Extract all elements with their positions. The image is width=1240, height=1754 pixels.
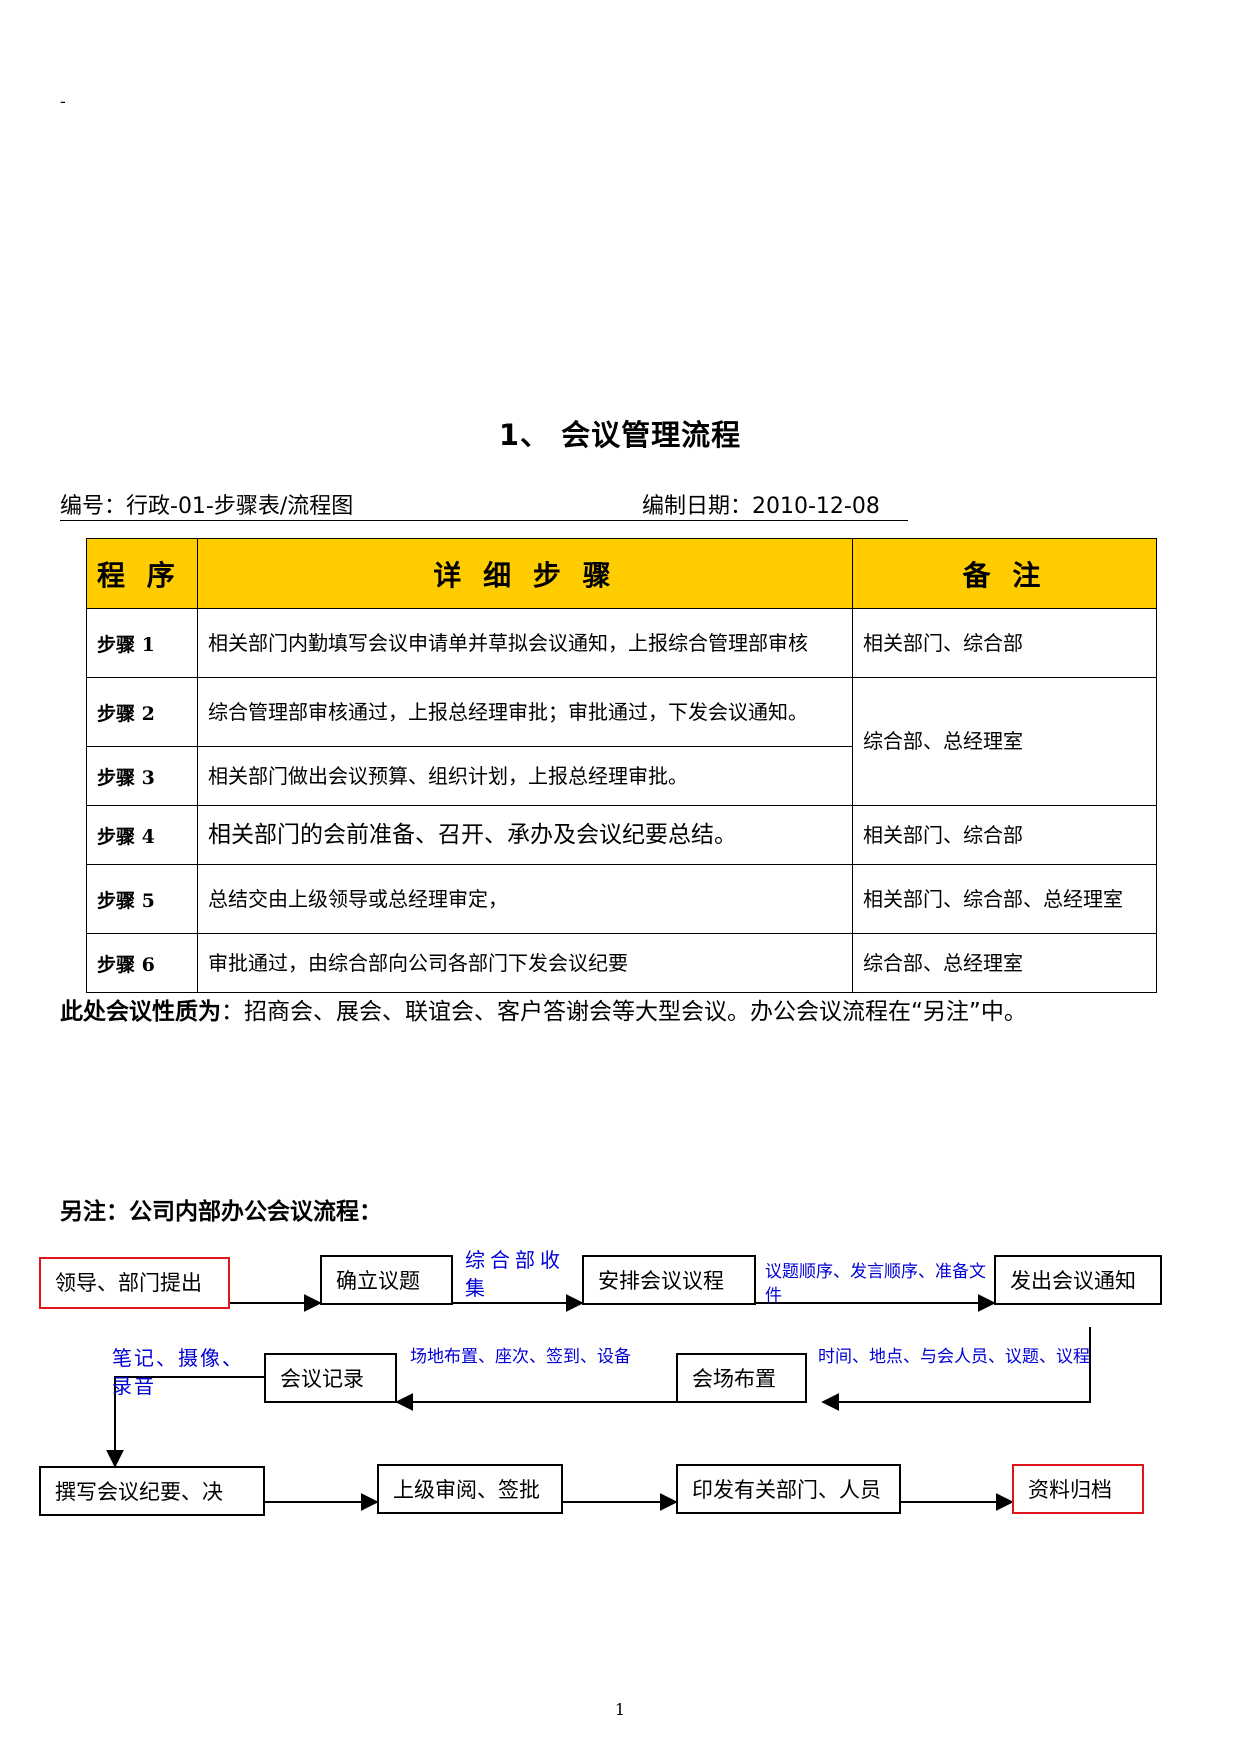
- extra-note-heading: 另注：公司内部办公会议流程：: [60, 1199, 382, 1225]
- document-title: 1、 会议管理流程: [498, 418, 742, 452]
- table-row: 步骤 2 综合管理部审核通过，上报总经理审批；审批通过，下发会议通知。 综合部、…: [86, 677, 1157, 806]
- page-number: 1: [614, 1700, 626, 1719]
- meeting-nature-note: 此处会议性质为：招商会、展会、联谊会、客户答谢会等大型会议。办公会议流程在“另注…: [60, 992, 1027, 1026]
- table-row: 步骤 3 相关部门做出会议预算、组织计划，上报总经理审批。: [86, 746, 1157, 806]
- step-note: 相关部门、综合部、总经理室: [852, 864, 1157, 934]
- flow-box-archive: 资料归档: [1012, 1464, 1144, 1514]
- flow-box-arrange: 安排会议议程: [582, 1255, 756, 1305]
- table-header-row: 程 序 详 细 步 骤 备 注: [86, 538, 1157, 609]
- flow-box-distribute: 印发有关部门、人员: [676, 1464, 901, 1514]
- step-label: 步骤 4: [86, 805, 198, 865]
- step-label: 步骤 6: [86, 933, 198, 993]
- step-note: 综合部、总经理室: [852, 933, 1157, 993]
- meeting-nature-text: ：招商会、展会、联谊会、客户答谢会等大型会议。办公会议流程在“另注”中。: [221, 999, 1027, 1025]
- flow-box-review: 上级审阅、签批: [377, 1464, 563, 1514]
- step-label: 步骤 3: [86, 746, 198, 806]
- header-mark: -: [60, 92, 66, 111]
- arrow-record-to-minutes: [106, 1376, 264, 1468]
- table-row: 步骤 6 审批通过，由综合部向公司各部门下发会议纪要 综合部、总经理室: [86, 933, 1157, 993]
- document-date: 编制日期：2010-12-08: [642, 494, 880, 519]
- table-row: 步骤 4 相关部门的会前准备、召开、承办及会议纪要总结。 相关部门、综合部: [86, 805, 1157, 865]
- step-note: 综合部、总经理室: [852, 677, 1157, 806]
- step-detail: 相关部门的会前准备、召开、承办及会议纪要总结。: [197, 805, 853, 865]
- meta-line: 编号：行政-01-步骤表/流程图 编制日期：2010-12-08: [60, 488, 908, 521]
- flow-box-record: 会议记录: [264, 1353, 397, 1403]
- step-label: 步骤 5: [86, 864, 198, 934]
- step-detail: 相关部门做出会议预算、组织计划，上报总经理审批。: [197, 746, 853, 806]
- flow-box-confirm: 确立议题: [320, 1255, 453, 1305]
- meeting-nature-label: 此处会议性质为: [60, 999, 221, 1025]
- step-detail: 审批通过，由综合部向公司各部门下发会议纪要: [197, 933, 853, 993]
- table-row: 步骤 5 总结交由上级领导或总经理审定， 相关部门、综合部、总经理室: [86, 864, 1157, 934]
- step-note: 相关部门、综合部: [852, 608, 1157, 678]
- document-code: 编号：行政-01-步骤表/流程图: [60, 494, 354, 519]
- column-header-note: 备 注: [852, 538, 1157, 609]
- table-row: 步骤 1 相关部门内勤填写会议申请单并草拟会议通知，上报综合管理部审核 相关部门…: [86, 608, 1157, 678]
- flow-box-venue: 会场布置: [676, 1353, 807, 1403]
- annotation-notice-items: 时间、地点、与会人员、议题、议程: [818, 1347, 1090, 1367]
- annotation-record-items: 笔记、摄像、录音: [112, 1346, 244, 1398]
- column-header-detail: 详 细 步 骤: [197, 538, 853, 609]
- step-label: 步骤 2: [86, 677, 198, 747]
- step-detail: 相关部门内勤填写会议申请单并草拟会议通知，上报综合管理部审核: [197, 608, 853, 678]
- annotation-agenda-items: 议题顺序、发言顺序、准备文件: [765, 1262, 986, 1306]
- arrow-notice-to-venue: [821, 1327, 1091, 1411]
- flow-box-notice: 发出会议通知: [994, 1255, 1162, 1305]
- annotation-collect: 综合部收集: [465, 1248, 565, 1300]
- steps-table: 程 序 详 细 步 骤 备 注 步骤 1 相关部门内勤填写会议申请单并草拟会议通…: [86, 538, 1157, 993]
- step-detail: 总结交由上级领导或总经理审定，: [197, 864, 853, 934]
- annotation-venue-items: 场地布置、座次、签到、设备: [410, 1347, 631, 1367]
- flow-box-minutes: 撰写会议纪要、决: [39, 1466, 265, 1516]
- flow-box-leader: 领导、部门提出: [39, 1257, 230, 1309]
- step-label: 步骤 1: [86, 608, 198, 678]
